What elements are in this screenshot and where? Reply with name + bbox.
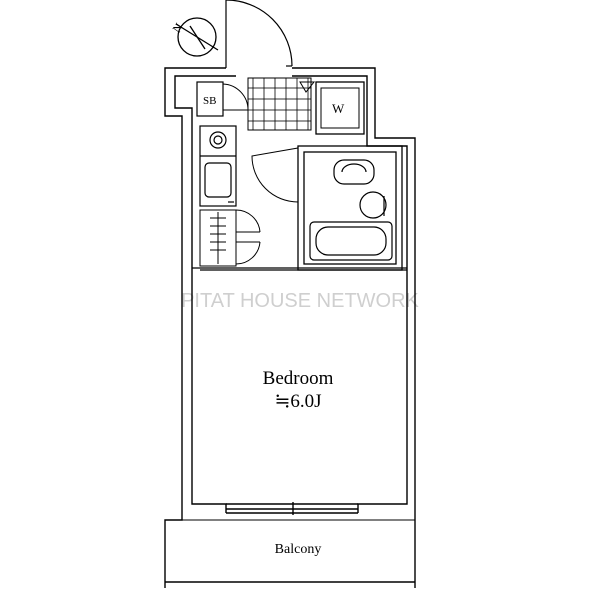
shoe-box: SB [196,81,249,117]
washer-space: W [299,81,365,135]
bathroom [251,145,403,271]
shoe-box-label: SB [203,95,216,107]
entrance-door [225,0,293,68]
compass-icon: N [170,17,219,57]
balcony-label: Balcony [275,542,322,557]
compass-north-label: N [170,20,187,35]
bathtub-icon [309,221,393,261]
closet [199,209,261,267]
kitchen [199,125,237,207]
bedroom-size: ≒6.0J [274,391,321,412]
genkan-tile [247,77,312,131]
washer-label: W [332,101,345,116]
toilet-icon [333,159,375,185]
bedroom-label: Bedroom [263,368,334,389]
sink-icon [359,191,387,219]
watermark: PITAT HOUSE NETWORK [181,290,419,312]
balcony: Balcony [165,519,415,557]
